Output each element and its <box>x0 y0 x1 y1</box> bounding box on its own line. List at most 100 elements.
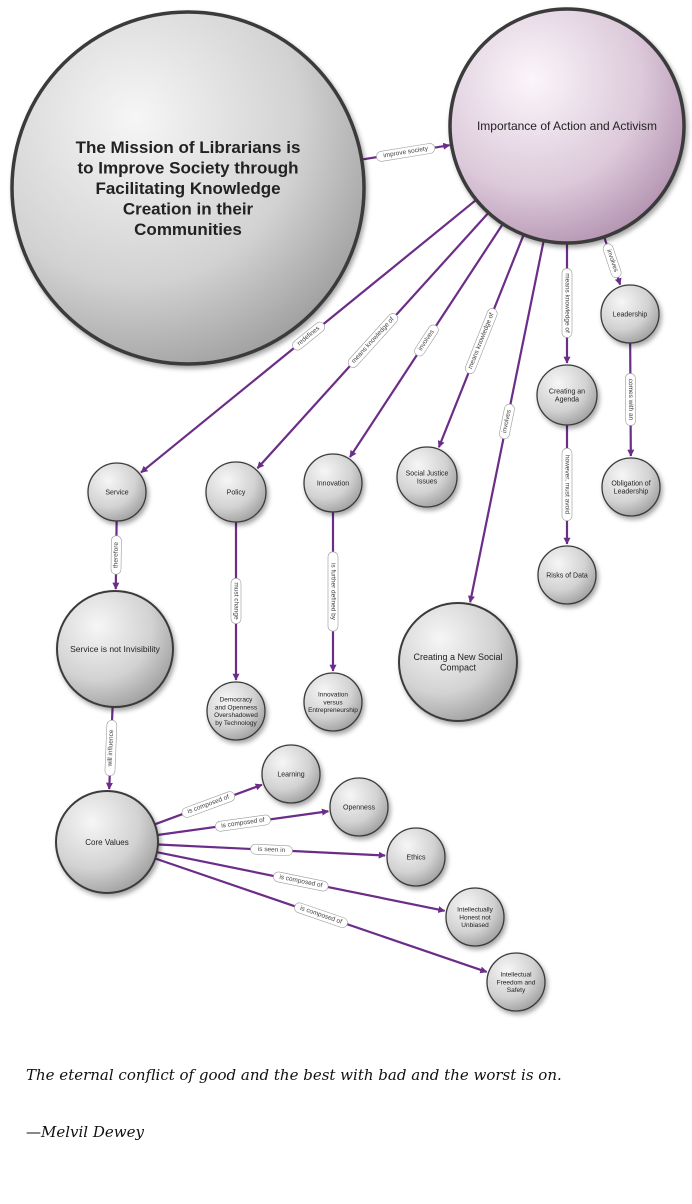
edge-label-box <box>499 403 515 440</box>
edge-core_values-to-openness: is composed of <box>157 808 329 837</box>
edge-label: means knowledge of <box>561 268 573 338</box>
node-circle <box>448 7 686 245</box>
edge-label-box <box>414 324 439 357</box>
edge-label-text: is seen in <box>258 846 286 854</box>
edge-label: comes with an <box>625 373 636 426</box>
edge-policy-to-democracy: must change <box>230 522 242 681</box>
edge-label-text: however, must avoid <box>564 455 571 515</box>
node-circle <box>601 457 661 517</box>
node-innovation: Innovation <box>303 453 363 513</box>
node-label: Learning <box>277 771 304 778</box>
node-policy: Policy <box>205 461 267 523</box>
edge-label-text: therefore <box>113 542 120 568</box>
node-circle <box>537 545 597 605</box>
edge-label-box <box>104 719 118 777</box>
edge-label: therefore <box>110 535 122 575</box>
edge-label-box <box>215 814 271 832</box>
node-circle <box>56 590 174 708</box>
node-leadership: Leadership <box>600 284 660 344</box>
edge-label-box <box>273 871 329 892</box>
edge-service-to-invisibility: therefore <box>110 520 122 590</box>
edge-label-text: is composed of <box>279 874 323 890</box>
node-label: Openness <box>343 804 375 811</box>
edge-label: is composed of <box>273 871 329 892</box>
edge-label: means knowledge of <box>347 313 399 368</box>
node-label: Service <box>105 489 128 496</box>
edge-label-text: must change <box>233 582 240 620</box>
node-circle <box>55 790 159 894</box>
edge-label-box <box>327 551 339 632</box>
edge-label-box <box>561 268 573 338</box>
node-circle <box>396 446 458 508</box>
edge-label-text: redefines <box>296 325 322 348</box>
edge-label: however, must avoid <box>561 447 573 522</box>
edge-label: involves <box>414 324 439 357</box>
node-circle <box>205 461 267 523</box>
edge-label-text: involves <box>501 409 513 434</box>
node-label: Innovation <box>317 480 349 487</box>
edge-invisibility-to-core_values: will influence <box>104 706 118 790</box>
node-label: Core Values <box>85 838 128 847</box>
node-circle <box>206 681 266 741</box>
node-label: Service is not Invisibility <box>70 644 161 654</box>
node-label: Risks of Data <box>546 572 588 579</box>
node-activism: Importance of Action and Activism <box>448 7 686 245</box>
edge-label-box <box>347 313 399 368</box>
edge-innovation-to-innov_vs: is further defined by <box>327 512 339 672</box>
edge-label-box <box>625 373 636 426</box>
edge-label-box <box>561 447 573 522</box>
quote-text: The eternal conflict of good and the bes… <box>26 1066 562 1084</box>
node-circle <box>10 10 366 366</box>
edge-label-box <box>181 791 236 818</box>
node-circle <box>261 744 321 804</box>
edge-label-box <box>250 843 293 857</box>
node-circle <box>386 827 446 887</box>
edge-label: is further defined by <box>327 551 339 632</box>
edge-label: is composed of <box>215 814 271 832</box>
edge-label: is seen in <box>250 843 293 857</box>
edge-label: is composed of <box>294 902 348 928</box>
edge-label-text: is further defined by <box>330 563 337 621</box>
node-label: Leadership <box>613 311 648 318</box>
node-circle <box>303 453 363 513</box>
node-circle <box>398 602 518 722</box>
node-circle <box>87 462 147 522</box>
edge-label: must change <box>230 577 242 625</box>
node-label: Ethics <box>406 854 426 861</box>
node-circle <box>445 887 505 947</box>
node-circle <box>600 284 660 344</box>
node-circle <box>536 364 598 426</box>
node-invisibility: Service is not Invisibility <box>56 590 174 708</box>
edge-label-box <box>294 902 348 928</box>
edge-label: involves <box>499 403 515 440</box>
edge-label: is composed of <box>181 791 236 818</box>
edge-label: means knowledge of <box>464 308 498 374</box>
node-learning: Learning <box>261 744 321 804</box>
edge-label-box <box>602 243 622 279</box>
edge-agenda-to-risks: however, must avoid <box>561 425 573 545</box>
edge-mission-to-activism: improve society <box>361 142 451 162</box>
edge-label-text: means knowledge of <box>564 273 571 333</box>
edge-label-text: will influence <box>107 729 116 767</box>
node-core-values: Core Values <box>55 790 159 894</box>
edge-label: improve society <box>376 143 436 162</box>
edge-label-text: means knowledge of <box>467 312 496 370</box>
node-ethics: Ethics <box>386 827 446 887</box>
edge-core_values-to-ethics: is seen in <box>157 843 386 859</box>
edge-label-box <box>464 308 498 374</box>
